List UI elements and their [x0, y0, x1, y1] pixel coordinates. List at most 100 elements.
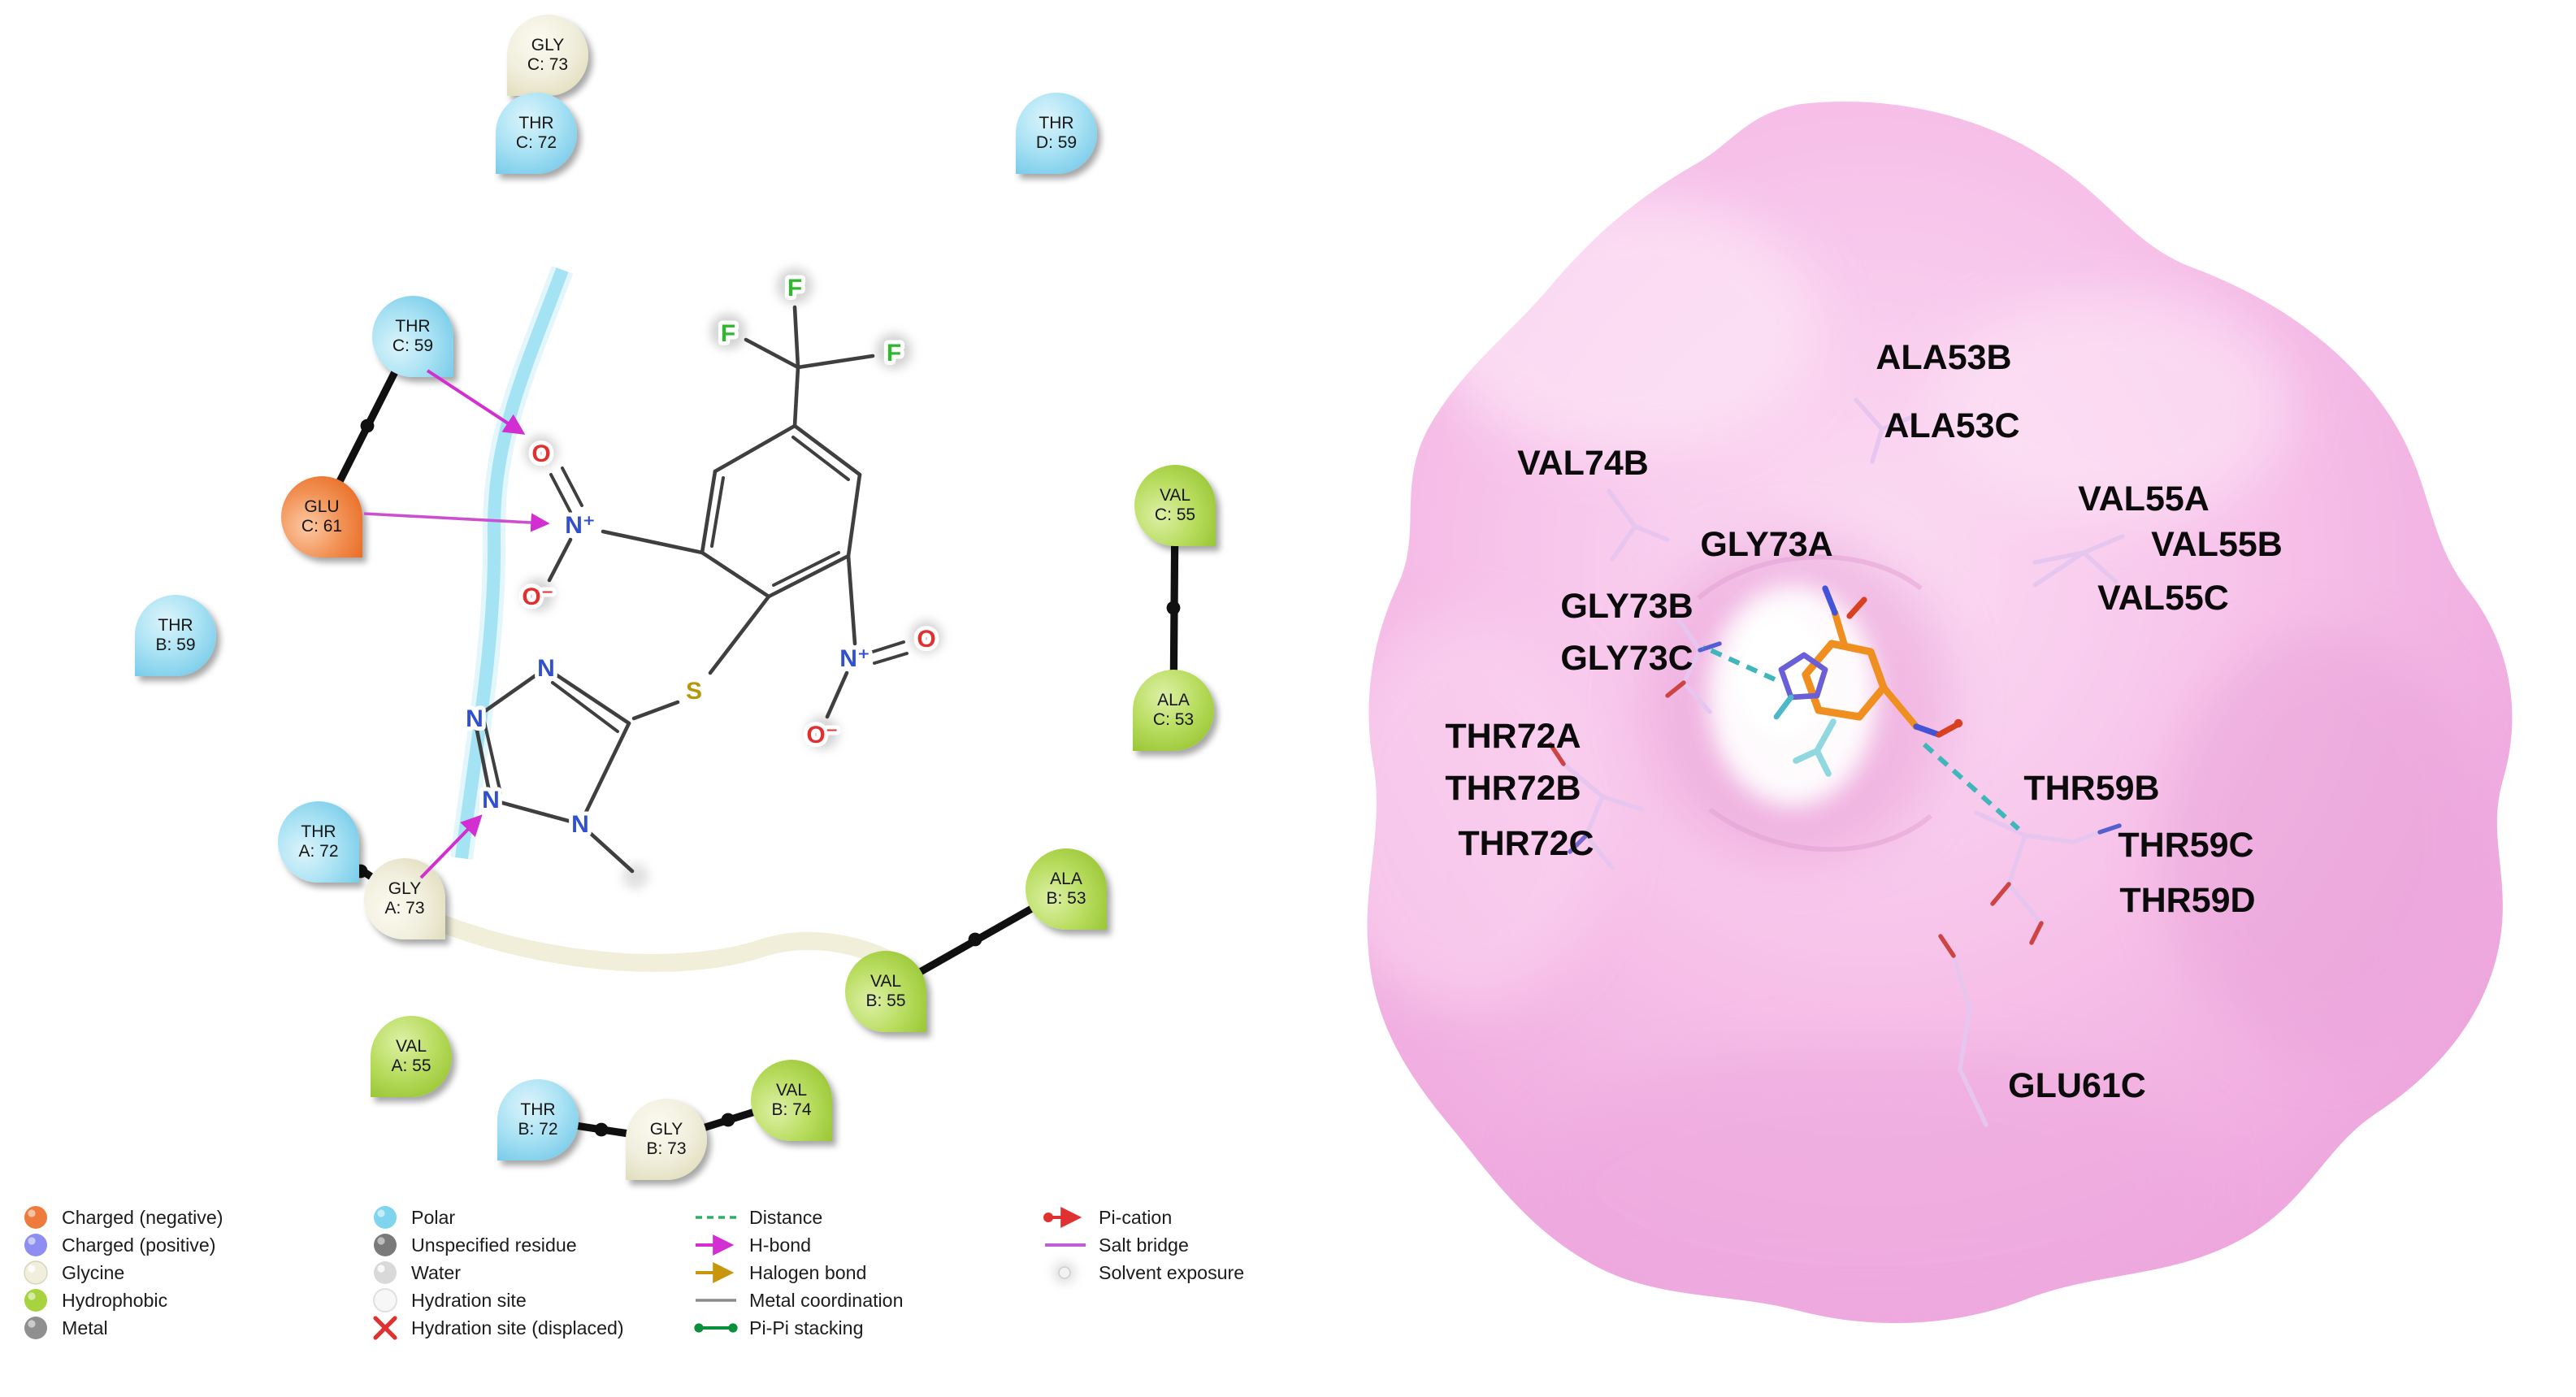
legend-col1: Charged (negative) Charged (positive) Gl…	[24, 1206, 223, 1339]
residue-chain: C: 59	[392, 336, 433, 355]
atom-n-nitro1: N⁺	[565, 512, 596, 539]
residue-bubble-thr-b59: THR B: 59	[135, 595, 216, 676]
residue-name: GLY	[531, 36, 564, 54]
residue-chain: C: 53	[1153, 710, 1194, 729]
residue-chain: C: 55	[1155, 505, 1195, 524]
residue-name: VAL	[870, 972, 901, 991]
residue-bubble-val-a55: VAL A: 55	[371, 1016, 452, 1097]
atom-n-nitro2: N⁺	[839, 645, 870, 672]
legend-solvent-exposure-dot	[1053, 1261, 1076, 1284]
atom-n-tetrazole-3: N	[482, 787, 500, 813]
ligand-nitrogen-stick	[1822, 585, 1838, 616]
residue-name: VAL	[396, 1037, 427, 1056]
residue-chain: B: 72	[518, 1120, 557, 1139]
atom-o-minus-nitro2: O⁻	[806, 722, 838, 748]
ligand-ring	[1802, 640, 1888, 721]
residue-chain: A: 55	[391, 1056, 431, 1075]
label-3d-thr59b: THR59B	[2023, 769, 2159, 808]
sticks-gly73	[1665, 615, 1722, 714]
sticks-ala53	[1854, 397, 1917, 464]
panel-3d-binding-site: VAL74B ALA53B ALA53C VAL55A VAL55B VAL55…	[1367, 101, 2513, 1324]
legend-label: Water	[411, 1262, 461, 1283]
sticks-val55	[2032, 534, 2125, 588]
residue-name: THR	[301, 822, 336, 841]
salt-bridge-line-glu-c61	[363, 512, 550, 532]
molecule-bonds	[472, 305, 909, 874]
legend-label: Pi-Pi stacking	[749, 1317, 863, 1338]
residue-bubble-val-b74: VAL B: 74	[751, 1060, 832, 1141]
label-3d-thr72b: THR72B	[1445, 769, 1581, 808]
label-3d-gly73c: GLY73C	[1560, 639, 1693, 678]
legend-dot-metal	[24, 1317, 47, 1339]
legend-dot-water	[374, 1261, 397, 1284]
ligand-3d	[1773, 585, 1963, 777]
h-bond-dash-thr59	[1922, 742, 2021, 831]
legend-col4: Pi-cation Salt bridge Solvent exposure	[1043, 1207, 1244, 1284]
atom-o-minus-nitro1: O⁻	[522, 584, 553, 610]
residue-name: VAL	[1160, 486, 1190, 505]
legend-dot-glycine	[24, 1260, 48, 1285]
residue-chain: B: 74	[771, 1100, 811, 1119]
atom-n-tetrazole-1: N	[537, 655, 555, 682]
residue-chain: A: 73	[384, 899, 424, 918]
solvent-exposure-halos	[522, 268, 943, 889]
residue-chain: B: 55	[865, 991, 905, 1010]
residue-chain: B: 53	[1046, 889, 1086, 908]
legend-label: Unspecified residue	[411, 1234, 577, 1256]
h-bond-arrow-gly-a73	[419, 814, 483, 879]
residue-name: THR	[158, 616, 193, 635]
atom-n-tetrazole-2: N	[466, 705, 484, 732]
residue-chain: B: 73	[646, 1139, 686, 1158]
legend-label: Distance	[749, 1207, 822, 1228]
residue-bubble-val-c55: VAL C: 55	[1134, 465, 1216, 546]
residue-name: THR	[395, 317, 430, 336]
legend-arrow-pi-cation	[1043, 1207, 1082, 1228]
residue-name: GLY	[388, 879, 421, 898]
legend-line-pipi-stacking	[694, 1323, 738, 1333]
legend-dot-unspecified	[374, 1234, 397, 1256]
residue-chain: A: 72	[298, 842, 338, 861]
legend-col3: Distance H-bond Halogen bond Metal coord…	[694, 1207, 903, 1338]
label-3d-val55c: VAL55C	[2097, 579, 2229, 618]
atom-n-tetrazole-4: N	[571, 811, 589, 838]
label-3d-ala53b: ALA53B	[1876, 338, 2011, 377]
label-3d-thr59c: THR59C	[2118, 826, 2253, 865]
residue-name: ALA	[1050, 870, 1082, 888]
residue-bubble-gly-b73: GLY B: 73	[626, 1099, 707, 1180]
legend-label: Metal coordination	[749, 1290, 903, 1311]
legend-dot-charged-negative	[24, 1206, 47, 1229]
label-3d-val55b: VAL55B	[2151, 525, 2283, 564]
label-3d-gly73a: GLY73A	[1700, 525, 1832, 564]
legend-label: Hydrophobic	[62, 1290, 167, 1311]
residue-name: THR	[518, 114, 553, 132]
residue-chain: C: 73	[527, 55, 568, 74]
sticks-thr59	[1974, 810, 2122, 945]
legend-label: Metal	[62, 1317, 108, 1338]
legend-col2: Polar Unspecified residue Water Hydratio…	[373, 1206, 624, 1340]
label-3d-ala53c: ALA53C	[1884, 406, 2019, 445]
residue-bubble-thr-a72: THR A: 72	[278, 801, 359, 883]
residue-chain: D: 59	[1036, 133, 1077, 152]
atom-f3: F	[887, 340, 901, 367]
legend-label: Hydration site	[411, 1290, 527, 1311]
legend-label: H-bond	[749, 1234, 811, 1256]
atom-f2: F	[721, 320, 735, 347]
residue-bubble-gly-a73: GLY A: 73	[364, 858, 445, 939]
legend-dot-charged-positive	[24, 1234, 47, 1256]
ribbon-cyan	[455, 267, 569, 860]
residue-bubble-thr-b72: THR B: 72	[497, 1079, 579, 1161]
atom-o-nitro2: O	[917, 626, 935, 653]
atom-o-nitro1: O	[531, 440, 550, 467]
residue-name: THR	[520, 1100, 555, 1119]
label-3d-thr59d: THR59D	[2119, 881, 2255, 920]
ligand-oxygen-stick	[1846, 597, 1867, 619]
residue-bubble-ala-c53: ALA C: 53	[1133, 670, 1214, 751]
legend-x-hydration-displaced	[373, 1316, 397, 1340]
legend-dot-hydration-site	[373, 1288, 397, 1312]
label-3d-val55a: VAL55A	[2078, 479, 2210, 518]
legend-label: Salt bridge	[1099, 1234, 1189, 1256]
label-3d-glu61c: GLU61C	[2008, 1066, 2146, 1105]
residue-bubble-thr-c59: THR C: 59	[372, 296, 453, 377]
surface-shading	[1367, 195, 2487, 1324]
